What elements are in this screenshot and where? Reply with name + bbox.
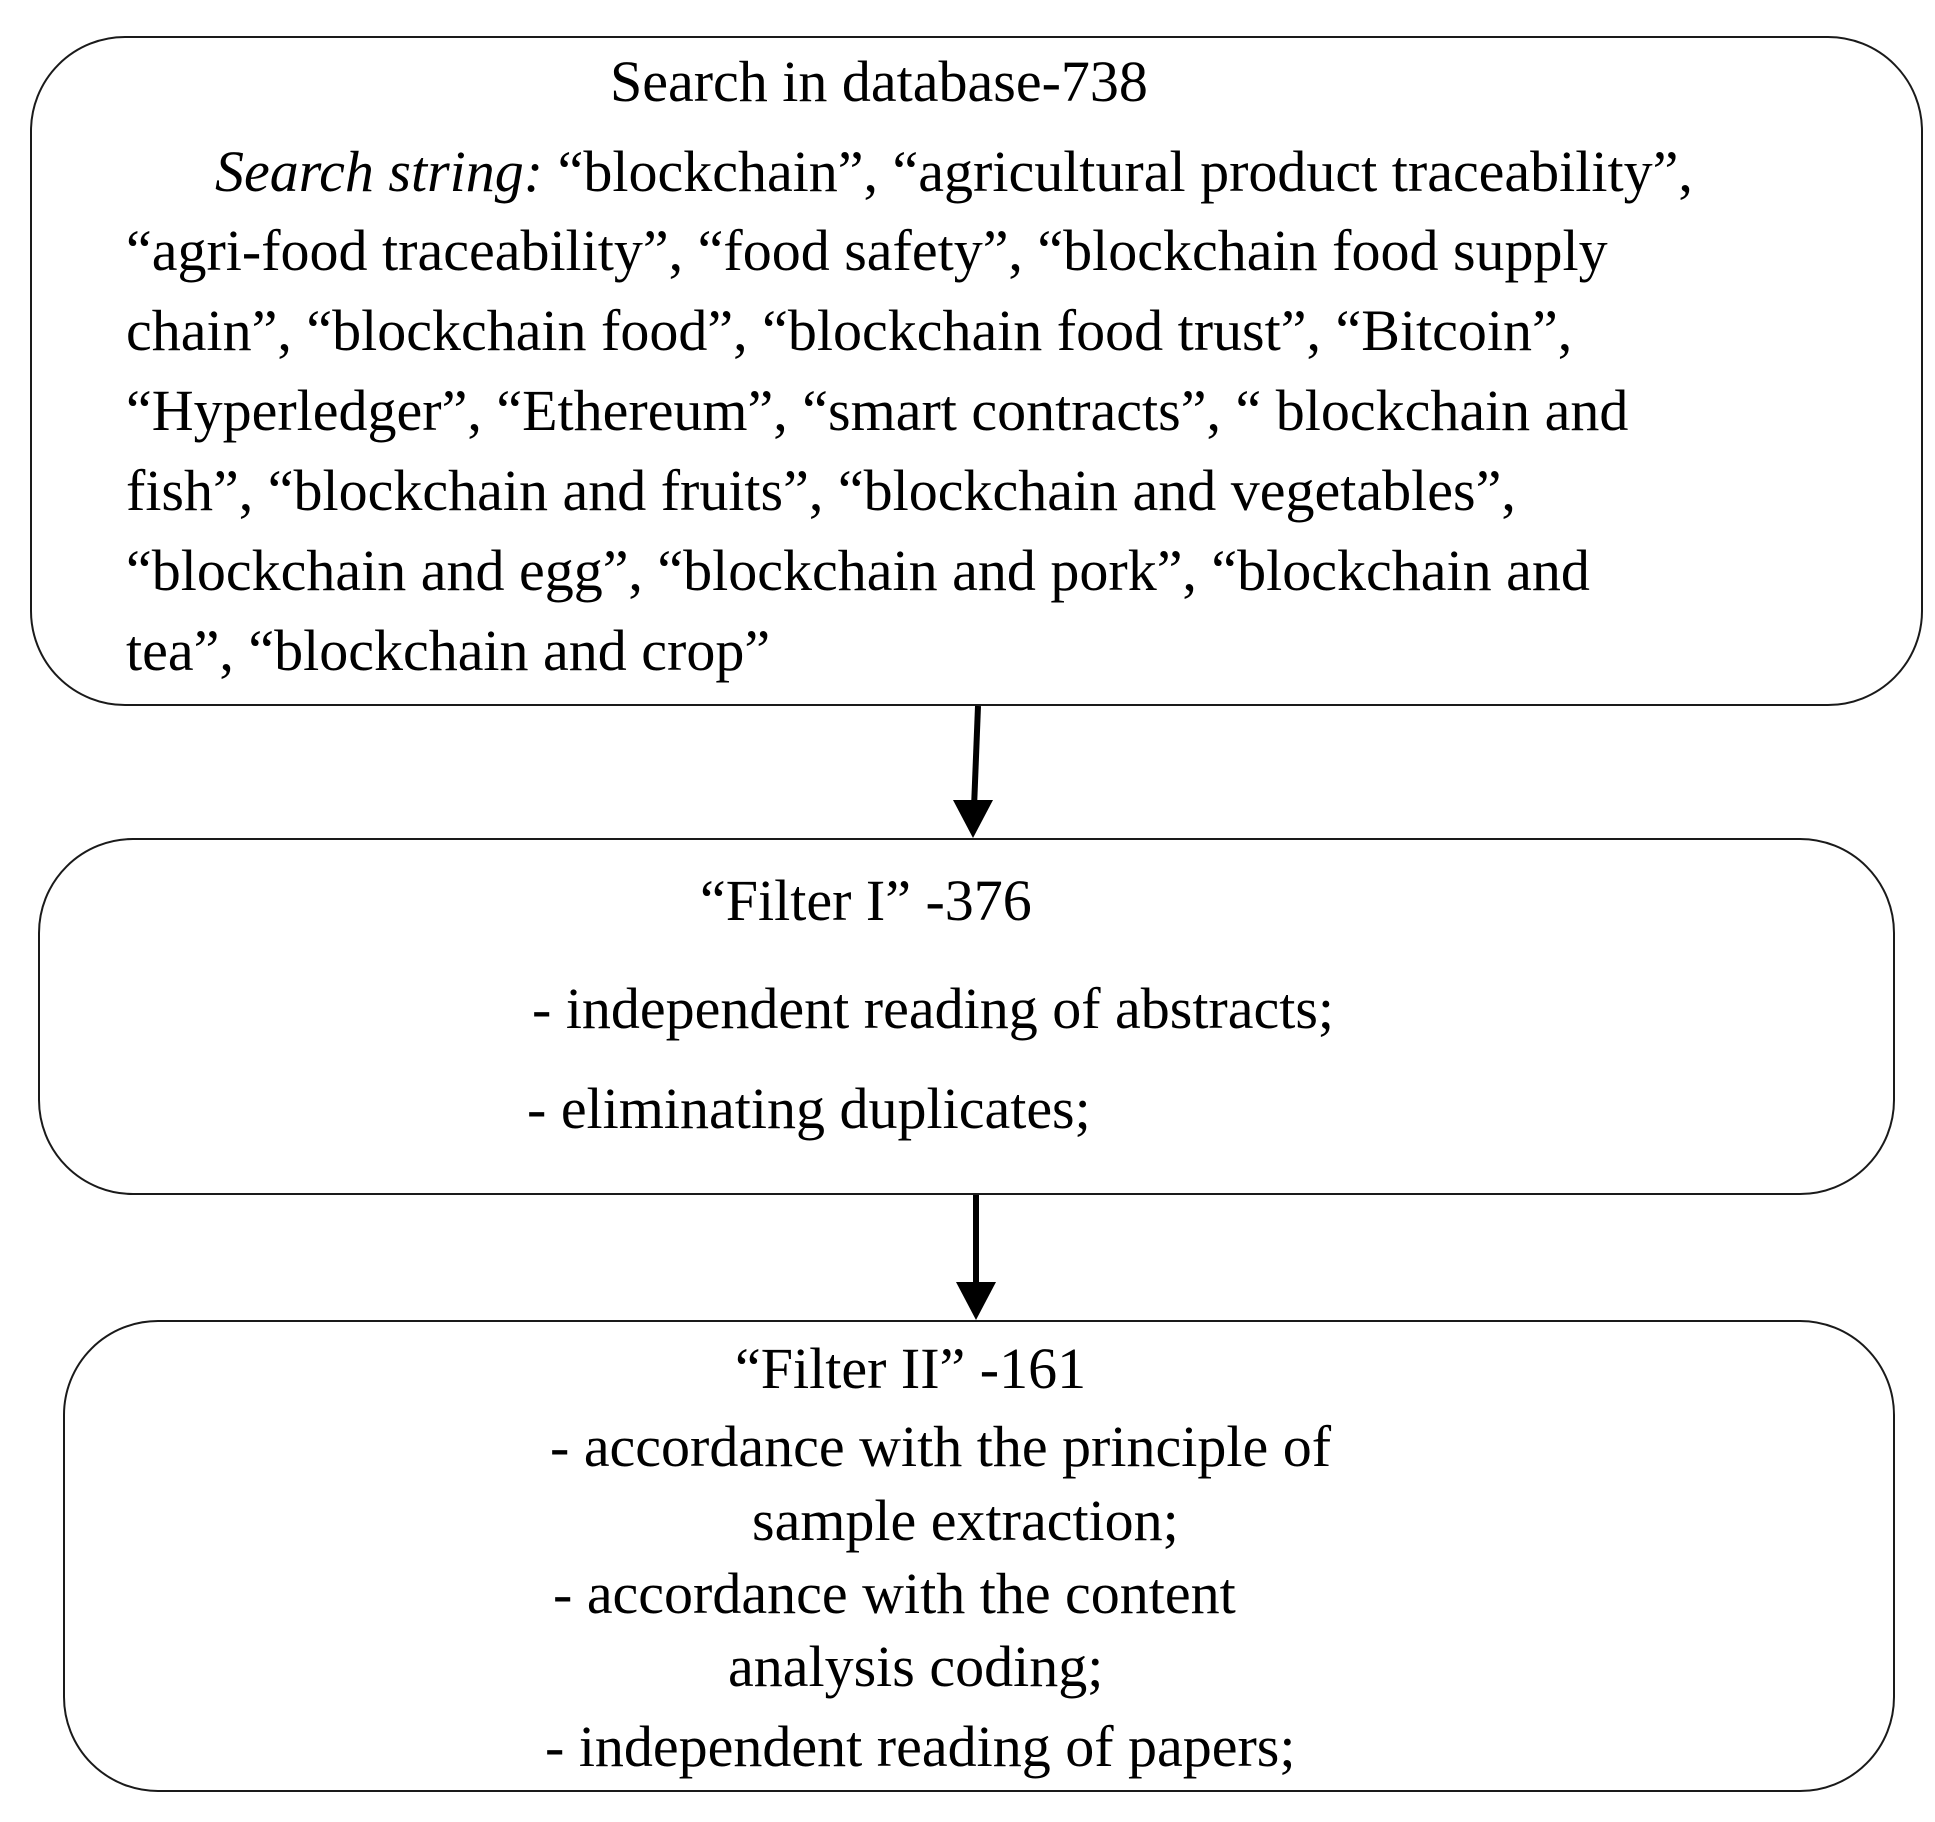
filter-two-criterion-line: analysis coding; [728,1634,1104,1699]
filter-one-box [38,838,1895,1195]
filter-one-criterion: - eliminating duplicates; [527,1076,1091,1141]
arrow-shaft [971,705,981,809]
filter-two-criterion-line: sample extraction; [752,1488,1179,1553]
search-box-title: Search in database-738 [610,49,1148,114]
filter-two-criterion-line: - accordance with the content [553,1561,1236,1626]
filter-one-criterion: - independent reading of abstracts; [532,976,1335,1041]
arrow-search-to-filter1 [953,705,993,838]
filter-two-criterion-line: - independent reading of papers; [545,1714,1296,1779]
search-database-box [30,36,1923,706]
search-string-line: “blockchain and egg”, “blockchain and po… [126,538,1590,603]
arrow-filter1-to-filter2 [956,1195,996,1320]
search-string-text: “blockchain”, “agricultural product trac… [543,139,1693,204]
search-string-line: tea”, “blockchain and crop” [126,618,771,683]
search-string-line: fish”, “blockchain and fruits”, “blockch… [126,458,1516,523]
arrow-head [953,800,993,838]
search-string-first-line: Search string: “blockchain”, “agricultur… [215,143,1693,201]
filter-two-title: “Filter II” -161 [735,1336,1087,1401]
search-string-label: Search string: [215,139,544,204]
search-string-line: “Hyperledger”, “Ethereum”, “smart contra… [126,378,1629,443]
search-string-line: chain”, “blockchain food”, “blockchain f… [126,298,1573,363]
filter-one-title: “Filter I” -376 [700,868,1032,933]
arrow-head [956,1282,996,1320]
filter-two-box [63,1320,1895,1792]
search-string-line: “agri-food traceability”, “food safety”,… [126,218,1608,283]
filter-two-criterion-line: - accordance with the principle of [550,1414,1332,1479]
